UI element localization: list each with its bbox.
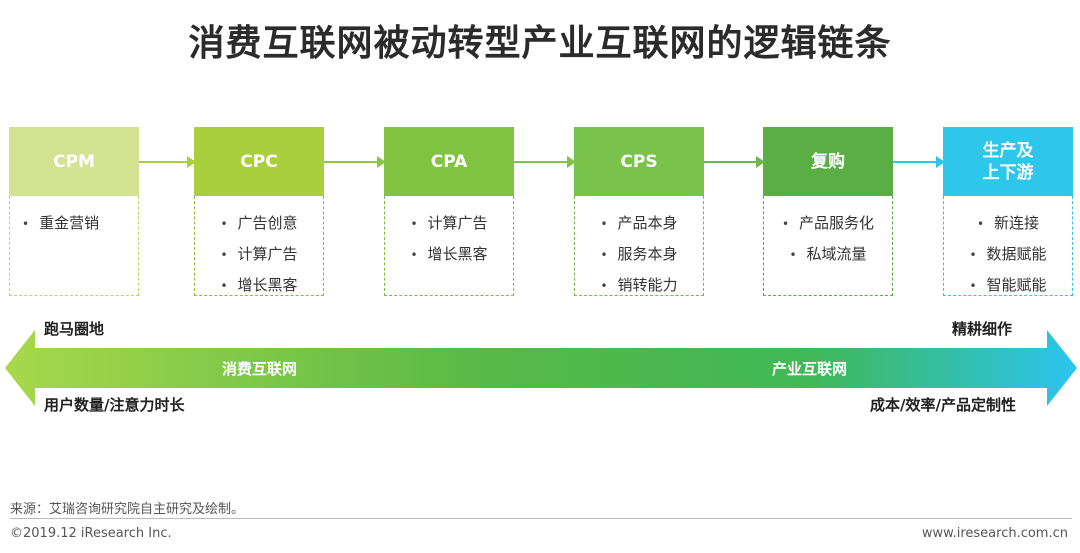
bullet-icon: • xyxy=(781,217,790,231)
arrow-label-right: 产业互联网 xyxy=(772,360,848,378)
arrow-head-icon xyxy=(567,156,576,168)
stage-cpc: CPC •广告创意 •计算广告 •增长黑客 xyxy=(194,127,324,296)
stage-body: •重金营销 xyxy=(9,196,139,296)
connector-arrow xyxy=(893,156,945,168)
list-item: •计算广告 xyxy=(220,245,298,263)
source-note: 来源：艾瑞咨询研究院自主研究及绘制。 xyxy=(10,502,245,517)
axis-label-top-right: 精耕细作 xyxy=(952,320,1013,338)
connector-arrow xyxy=(514,156,576,168)
list-item: •增长黑客 xyxy=(220,276,298,294)
bullet-icon: • xyxy=(969,248,977,262)
copyright: ©2019.12 iResearch Inc. xyxy=(10,526,172,541)
bullet-icon: • xyxy=(220,279,228,293)
stage-cpa: CPA •计算广告 •增长黑客 xyxy=(384,127,514,296)
bullet-icon: • xyxy=(22,217,30,231)
list-item: •数据赋能 xyxy=(969,245,1047,263)
axis-label-bottom-right: 成本/效率/产品定制性 xyxy=(870,396,1016,414)
stage-header: CPA xyxy=(384,127,514,196)
arrow-head-icon xyxy=(756,156,765,168)
bullet-icon: • xyxy=(600,279,608,293)
list-item: •广告创意 xyxy=(220,214,298,232)
connector-arrow xyxy=(139,156,196,168)
arrow-head-icon xyxy=(936,156,945,168)
list-item: •重金营销 xyxy=(22,214,100,232)
page-title: 消费互联网被动转型产业互联网的逻辑链条 xyxy=(188,23,892,64)
bullet-icon: • xyxy=(410,248,418,262)
list-item: •销转能力 xyxy=(600,276,678,294)
stage-body: •广告创意 •计算广告 •增长黑客 xyxy=(194,196,324,296)
bullet-icon: • xyxy=(220,217,228,231)
list-item: •产品服务化 xyxy=(781,214,875,232)
divider xyxy=(10,518,1072,519)
double-arrow-icon xyxy=(5,330,1077,406)
list-item: •智能赋能 xyxy=(969,276,1047,294)
list-item: •增长黑客 xyxy=(410,245,488,263)
axis-label-top-left: 跑马圈地 xyxy=(44,320,105,338)
arrow-label-left: 消费互联网 xyxy=(222,360,298,378)
stage-body: •计算广告 •增长黑客 xyxy=(384,196,514,296)
stage-body: •产品服务化 •私域流量 xyxy=(763,196,893,296)
stage-body: •新连接 •数据赋能 •智能赋能 xyxy=(943,196,1073,296)
list-item: •新连接 xyxy=(976,214,1040,232)
stage-header: 生产及 上下游 xyxy=(943,127,1073,196)
list-item: •私域流量 xyxy=(789,245,867,263)
axis-label-bottom-left: 用户数量/注意力时长 xyxy=(44,396,185,414)
bullet-icon: • xyxy=(600,248,608,262)
stage-cps: CPS •产品本身 •服务本身 •销转能力 xyxy=(574,127,704,296)
list-item: •服务本身 xyxy=(600,245,678,263)
stage-header: CPM xyxy=(9,127,139,196)
stage-repurchase: 复购 •产品服务化 •私域流量 xyxy=(763,127,893,296)
stage-body: •产品本身 •服务本身 •销转能力 xyxy=(574,196,704,296)
list-item: •计算广告 xyxy=(410,214,488,232)
bullet-icon: • xyxy=(410,217,418,231)
connector-arrow xyxy=(704,156,765,168)
website-link[interactable]: www.iresearch.com.cn xyxy=(921,526,1068,541)
stage-header: CPC xyxy=(194,127,324,196)
arrow-head-icon xyxy=(187,156,196,168)
stage-cpm: CPM •重金营销 xyxy=(9,127,139,296)
bullet-icon: • xyxy=(976,217,985,231)
bullet-icon: • xyxy=(600,217,608,231)
bullet-icon: • xyxy=(220,248,228,262)
stage-header: CPS xyxy=(574,127,704,196)
connector-arrow xyxy=(324,156,386,168)
bullet-icon: • xyxy=(789,248,797,262)
arrow-head-icon xyxy=(377,156,386,168)
stage-production-upstream-downstream: 生产及 上下游 •新连接 •数据赋能 •智能赋能 xyxy=(943,127,1073,296)
bullet-icon: • xyxy=(969,279,977,293)
list-item: •产品本身 xyxy=(600,214,678,232)
stage-header: 复购 xyxy=(763,127,893,196)
